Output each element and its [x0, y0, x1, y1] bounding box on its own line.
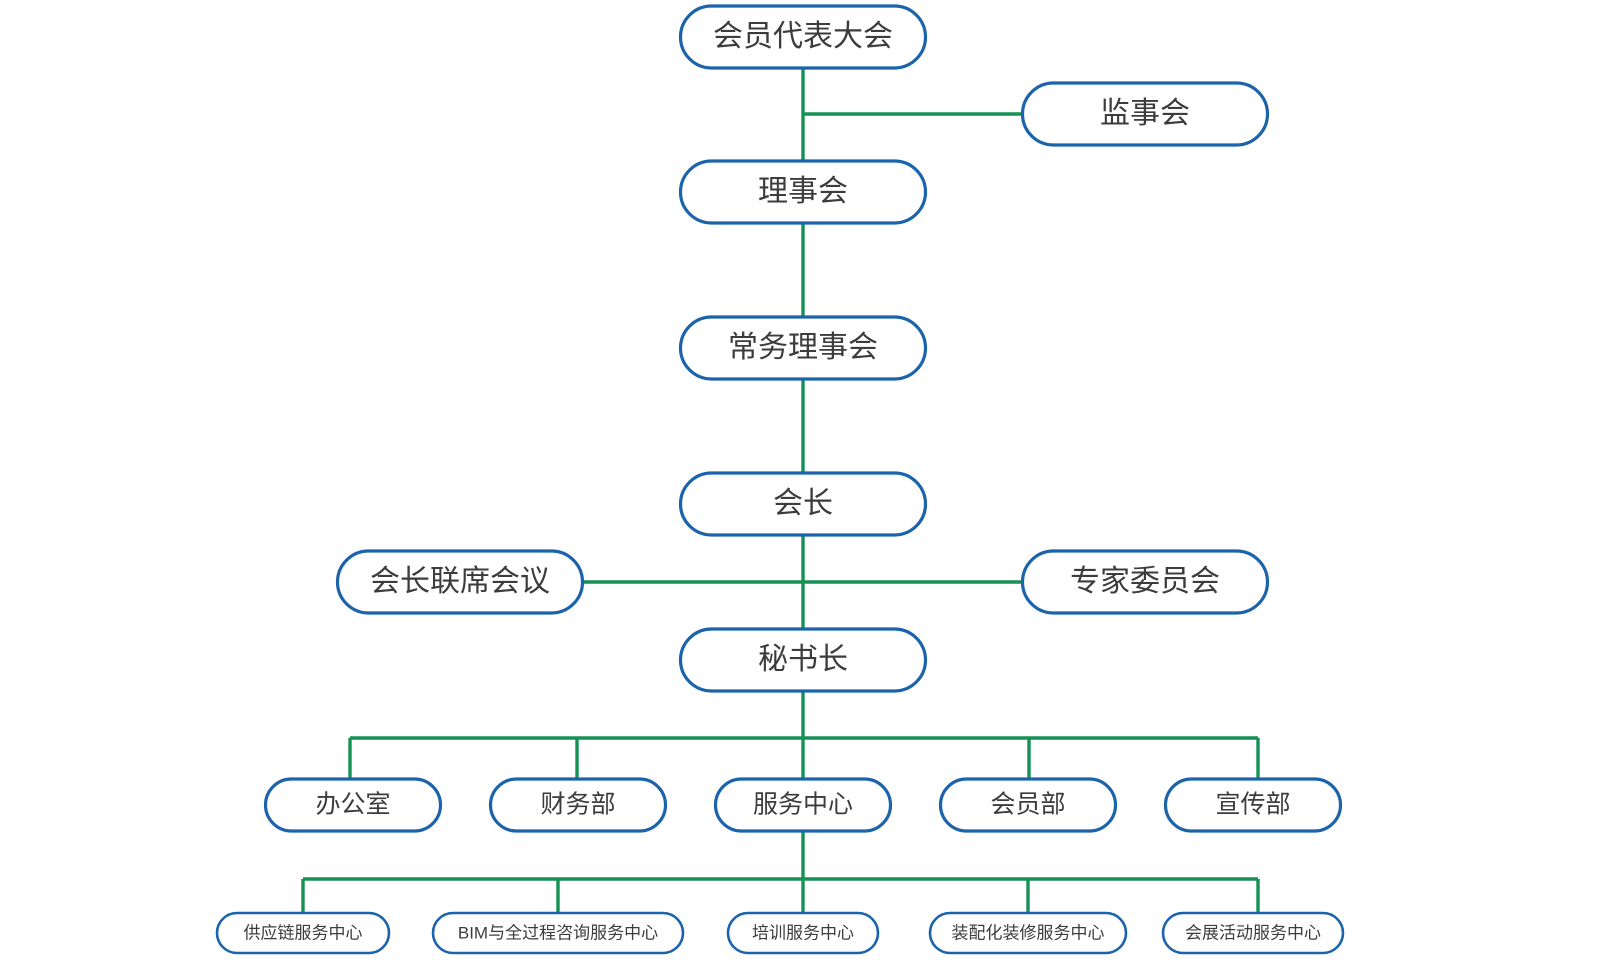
connector-layer	[301, 68, 1260, 913]
node-shape-expo-events	[1161, 911, 1345, 955]
node-shape-publicity	[1163, 777, 1343, 833]
node-shape-membership	[938, 777, 1118, 833]
node-bim-consulting[interactable]: BIM与全过程咨询服务中心	[431, 911, 685, 955]
node-shape-president	[678, 471, 928, 537]
node-label-finance: 财务部	[540, 791, 615, 819]
node-label-expo-events: 会展活动服务中心	[1185, 923, 1321, 942]
node-council[interactable]: 理事会	[678, 159, 928, 225]
node-label-training: 培训服务中心	[752, 923, 854, 942]
node-label-president: 会长	[773, 487, 833, 520]
node-supervisory-board[interactable]: 监事会	[1020, 81, 1270, 147]
node-standing-council[interactable]: 常务理事会	[678, 315, 928, 381]
node-label-secretary-general: 秘书长	[758, 643, 848, 676]
node-label-service-center: 服务中心	[753, 791, 853, 819]
node-finance[interactable]: 财务部	[488, 777, 668, 833]
node-supply-chain[interactable]: 供应链服务中心	[215, 911, 391, 955]
node-expo-events[interactable]: 会展活动服务中心	[1161, 911, 1345, 955]
node-shape-bim-consulting	[431, 911, 685, 955]
node-shape-expert-committee	[1020, 549, 1270, 615]
node-training[interactable]: 培训服务中心	[726, 911, 880, 955]
node-publicity[interactable]: 宣传部	[1163, 777, 1343, 833]
node-service-center[interactable]: 服务中心	[713, 777, 893, 833]
node-shape-members-assembly	[678, 4, 928, 70]
node-president[interactable]: 会长	[678, 471, 928, 537]
node-office[interactable]: 办公室	[263, 777, 443, 833]
node-shape-service-center	[713, 777, 893, 833]
node-president-joint[interactable]: 会长联席会议	[335, 549, 585, 615]
node-shape-council	[678, 159, 928, 225]
node-shape-training	[726, 911, 880, 955]
node-label-bim-consulting: BIM与全过程咨询服务中心	[458, 923, 658, 942]
node-shape-supply-chain	[215, 911, 391, 955]
node-label-prefab-decoration: 装配化装修服务中心	[952, 923, 1105, 942]
node-shape-president-joint	[335, 549, 585, 615]
node-membership[interactable]: 会员部	[938, 777, 1118, 833]
node-label-office: 办公室	[315, 791, 390, 819]
node-label-publicity: 宣传部	[1215, 791, 1290, 819]
node-label-expert-committee: 专家委员会	[1070, 565, 1220, 598]
node-shape-finance	[488, 777, 668, 833]
node-shape-supervisory-board	[1020, 81, 1270, 147]
node-members-assembly[interactable]: 会员代表大会	[678, 4, 928, 70]
node-label-supply-chain: 供应链服务中心	[244, 923, 363, 942]
node-label-membership: 会员部	[990, 791, 1065, 819]
node-shape-office	[263, 777, 443, 833]
node-expert-committee[interactable]: 专家委员会	[1020, 549, 1270, 615]
node-label-council: 理事会	[758, 175, 848, 208]
node-shape-standing-council	[678, 315, 928, 381]
node-shape-secretary-general	[678, 627, 928, 693]
node-secretary-general[interactable]: 秘书长	[678, 627, 928, 693]
node-label-standing-council: 常务理事会	[728, 331, 878, 364]
node-shape-prefab-decoration	[928, 911, 1128, 955]
node-label-president-joint: 会长联席会议	[370, 565, 550, 598]
node-prefab-decoration[interactable]: 装配化装修服务中心	[928, 911, 1128, 955]
node-label-supervisory-board: 监事会	[1100, 97, 1190, 130]
node-label-members-assembly: 会员代表大会	[713, 20, 893, 53]
